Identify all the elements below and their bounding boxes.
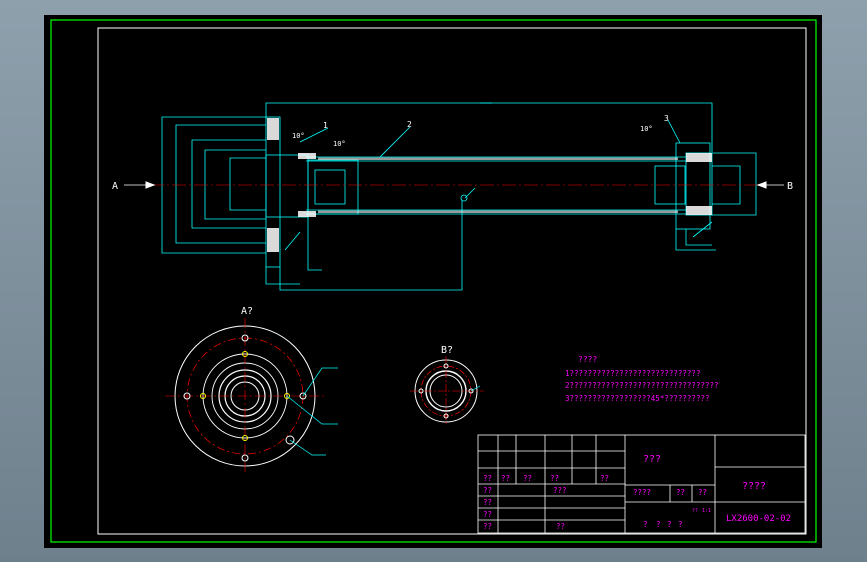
tb-row-d: ?? bbox=[483, 510, 492, 519]
notes-heading: ???? bbox=[578, 355, 597, 364]
section-b-label: B? bbox=[441, 345, 453, 356]
title-block bbox=[477, 434, 806, 534]
tb-mid-2: ?? bbox=[556, 522, 565, 531]
tb-sign-1: ?? bbox=[501, 474, 510, 483]
tb-mid-1: ??? bbox=[553, 486, 567, 495]
main-section-view bbox=[161, 102, 757, 291]
inner-frame bbox=[97, 27, 807, 535]
tb-sign-3: ?? bbox=[550, 474, 559, 483]
tb-row-a: ?? bbox=[483, 474, 492, 483]
angle-label-1: 10° bbox=[292, 132, 305, 140]
section-a-label: A? bbox=[241, 306, 253, 317]
tb-row-c: ?? bbox=[483, 498, 492, 507]
balloon-1: 1 bbox=[323, 121, 328, 130]
tb-material: ??? bbox=[643, 454, 661, 465]
view-a-label: A bbox=[112, 181, 118, 192]
outer-frame bbox=[50, 19, 817, 543]
tb-row-b: ?? bbox=[483, 486, 492, 495]
angle-label-3: 10° bbox=[640, 125, 653, 133]
tb-row-e: ?? bbox=[483, 522, 492, 531]
view-arrows bbox=[124, 181, 784, 189]
balloon-2: 2 bbox=[407, 120, 412, 129]
tb-scale-2: ?? bbox=[676, 488, 685, 497]
tb-sign-4: ?? bbox=[600, 474, 609, 483]
tb-drawing-number: LX2600-02-02 bbox=[726, 514, 791, 524]
section-hatching bbox=[267, 118, 712, 252]
tb-sheet-mark: ?? bbox=[692, 508, 698, 514]
title-block-text: ?? ?? ?? ?? ?? ?? ?? ?? ?? ??? ?? ???? ?… bbox=[483, 474, 711, 531]
view-b-label: B bbox=[787, 181, 793, 192]
tb-bottom-1: ? bbox=[643, 520, 648, 529]
angle-label-2: 10° bbox=[333, 140, 346, 148]
notes-line-3: 3??????????????????45*?????????? bbox=[565, 394, 710, 403]
tb-sign-2: ?? bbox=[523, 474, 532, 483]
notes-line-2: 2????????????????????????????????? bbox=[565, 381, 719, 390]
tb-company: ???? bbox=[742, 481, 766, 492]
notes-line-1: 1????????????????????????????? bbox=[565, 369, 700, 378]
balloon-3: 3 bbox=[664, 114, 669, 123]
tb-small-mark: 1:1 bbox=[702, 508, 711, 514]
tb-bottom-2: ? bbox=[656, 520, 661, 529]
tb-bottom-3: ? bbox=[667, 520, 672, 529]
tb-scale-3: ?? bbox=[698, 488, 707, 497]
drawing-sheet bbox=[44, 15, 822, 548]
section-a-view bbox=[165, 318, 338, 474]
section-b-view bbox=[410, 356, 484, 426]
tb-scale-1: ???? bbox=[633, 488, 651, 497]
tb-bottom-4: ? bbox=[678, 520, 683, 529]
